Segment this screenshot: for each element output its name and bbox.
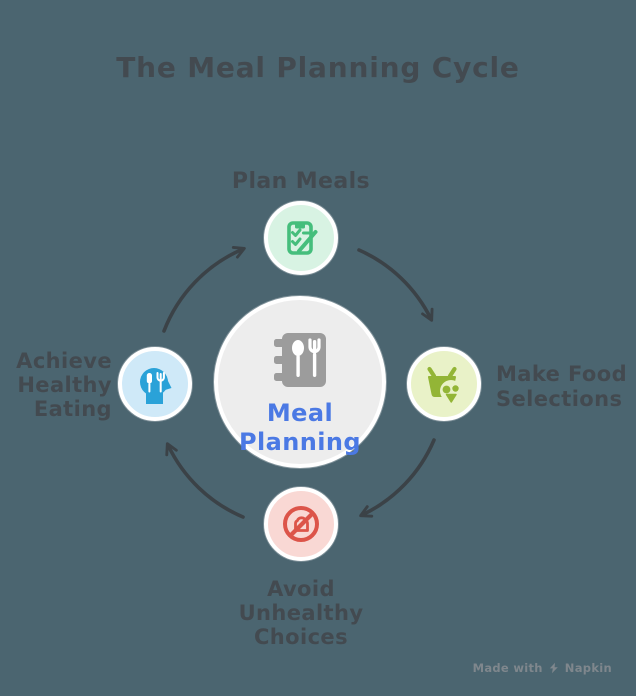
node-make-food-selections [407, 347, 481, 421]
napkin-logo-icon [548, 662, 560, 674]
arrow-select-to-avoid [359, 438, 436, 518]
credit-brand: Napkin [564, 661, 612, 675]
center-node-label: Meal Planning [239, 399, 361, 456]
arrow-avoid-to-achieve [165, 442, 245, 519]
no-junk-food-icon [279, 502, 323, 546]
node-plan-meals [264, 201, 338, 275]
napkin-watermark[interactable]: Made with Napkin [473, 661, 612, 675]
label-plan-meals: Plan Meals [231, 169, 371, 194]
label-avoid-unhealthy-choices: Avoid Unhealthy Choices [238, 577, 364, 649]
meal-planning-notebook-icon [270, 331, 330, 389]
arrow-achieve-to-plan [162, 245, 246, 333]
credit-prefix: Made with [472, 661, 543, 675]
center-node-meal-planning: Meal Planning [214, 296, 386, 468]
checklist-pencil-icon [279, 216, 323, 260]
node-avoid-unhealthy-choices [264, 487, 338, 561]
label-achieve-healthy-eating: Achieve Healthy Eating [16, 349, 112, 421]
label-make-food-selections: Make Food Selections [496, 362, 628, 411]
node-achieve-healthy-eating [118, 347, 192, 421]
food-basket-icon [422, 362, 466, 406]
healthy-mind-icon [133, 362, 177, 406]
diagram-title: The Meal Planning Cycle [116, 51, 520, 84]
arrow-plan-to-select [357, 248, 434, 322]
